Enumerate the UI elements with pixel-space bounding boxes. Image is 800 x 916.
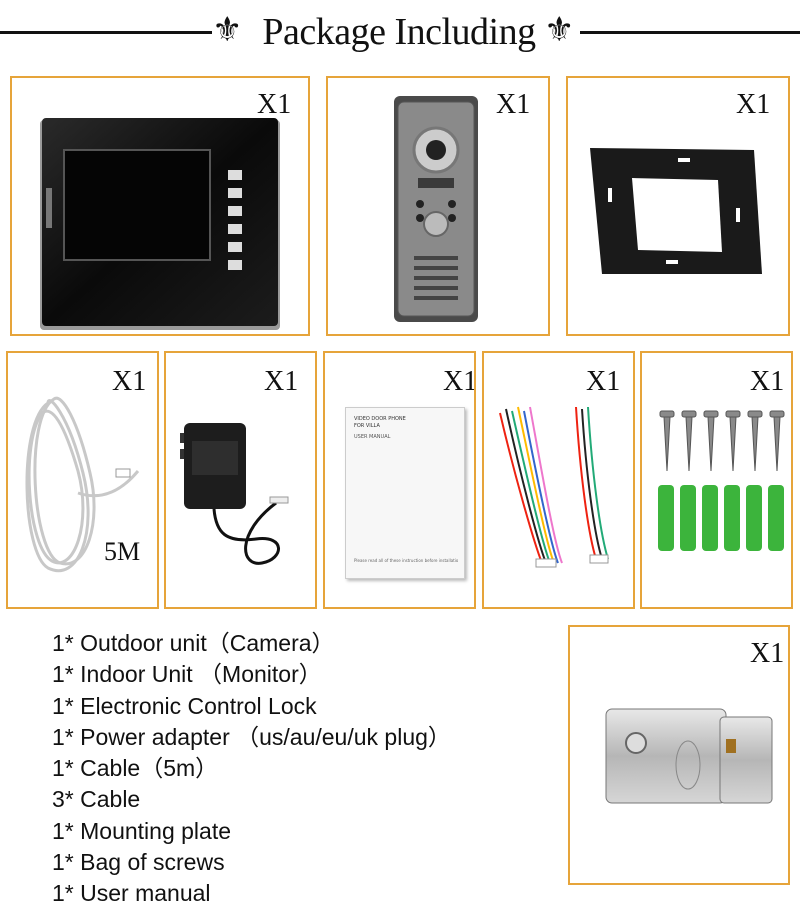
quantity-label: X1 (257, 89, 292, 120)
list-item: 1* Outdoor unit（Camera） (52, 630, 335, 656)
screws-image (658, 410, 785, 551)
electric-lock-image (605, 708, 773, 804)
list-item: 1* Electronic Control Lock (52, 692, 317, 719)
header-rule-right (580, 31, 800, 34)
item-doorbell-camera: X1 (326, 76, 550, 336)
item-wires: X1 (482, 351, 635, 609)
page-header: ⚜ Package Including ⚜ (0, 0, 800, 64)
item-screws: X1 (640, 351, 793, 609)
list-item: 1* User manual (52, 880, 211, 907)
list-item: 1* Mounting plate (52, 817, 232, 844)
page-title: Package Including (262, 11, 536, 53)
cable-length-label: 5M (104, 537, 141, 566)
list-item: 1* Indoor Unit （Monitor） (52, 661, 322, 688)
item-power-adapter: X1 (164, 351, 317, 609)
item-monitor: X1 (10, 76, 310, 336)
contents-list: 1* Outdoor unit（Camera） 1* Indoor Unit （… (52, 628, 451, 910)
item-cable-5m: X1 5M (6, 351, 159, 609)
fleur-de-lis-icon: ⚜ (212, 10, 243, 50)
header-rule-left (0, 31, 212, 34)
monitor-image (40, 118, 280, 330)
list-item: 1* Power adapter （us/au/eu/uk plug） (52, 723, 451, 750)
quantity-label: X1 (736, 89, 771, 120)
quantity-label: X1 (750, 638, 785, 669)
quantity-label: X1 (586, 366, 621, 397)
quantity-label: X1 (496, 89, 531, 120)
list-item: 1* Cable（5m） (52, 755, 219, 782)
quantity-label: X1 (264, 366, 299, 397)
manual-title: VIDEO DOOR PHONE (354, 416, 406, 422)
doorbell-camera-image (394, 96, 478, 322)
mounting-plate-image (590, 148, 762, 274)
list-item: 3* Cable (52, 786, 141, 813)
quantity-label: X1 (443, 366, 476, 397)
wires-image (499, 406, 609, 568)
manual-footer: Please read all of these instruction bef… (354, 558, 458, 563)
item-mounting-plate: X1 (566, 76, 790, 336)
item-user-manual: X1 VIDEO DOOR PHONE FOR VILLA USER MANUA… (323, 351, 476, 609)
manual-subtitle: FOR VILLA (354, 423, 380, 429)
fleur-de-lis-icon: ⚜ (544, 10, 575, 50)
item-electric-lock: X1 (568, 625, 790, 885)
user-manual-image: VIDEO DOOR PHONE FOR VILLA USER MANUAL P… (345, 407, 465, 579)
manual-heading: USER MANUAL (354, 434, 391, 440)
power-adapter-image (180, 423, 289, 565)
quantity-label: X1 (112, 366, 147, 397)
cable-coil-image (25, 396, 140, 573)
quantity-label: X1 (750, 366, 785, 397)
list-item: 1* Bag of screws (52, 849, 225, 876)
